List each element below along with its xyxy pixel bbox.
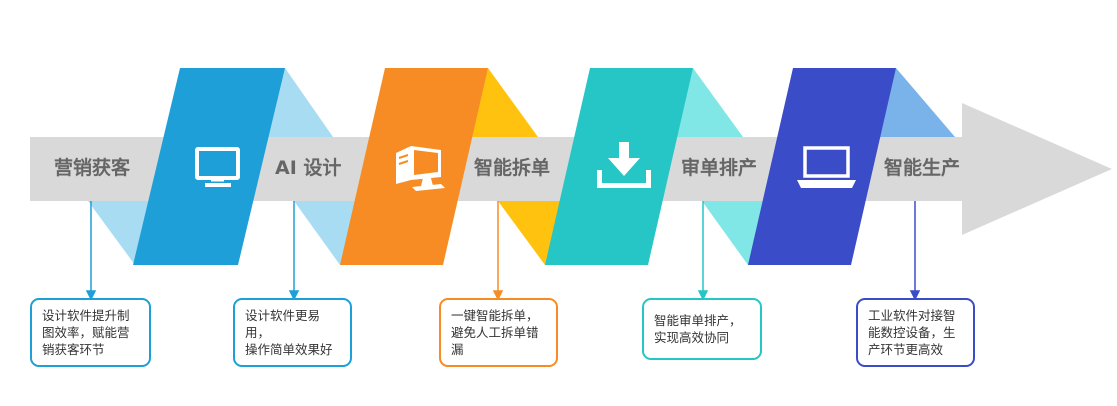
stage-description-1: 设计软件提升制 图效率，赋能营 销获客环节 bbox=[30, 298, 151, 367]
connector-1 bbox=[85, 201, 97, 301]
ribbon-band-1 bbox=[133, 68, 285, 265]
monitor-icon bbox=[195, 147, 240, 187]
stage-label-2: AI 设计 bbox=[275, 157, 342, 179]
connector-2 bbox=[288, 201, 300, 301]
connector-5 bbox=[909, 201, 921, 301]
ribbon-front-1 bbox=[260, 68, 333, 137]
stage-label-4: 审单排产 bbox=[681, 157, 758, 179]
stage-description-3: 一键智能拆单， 避免人工拆单错 漏 bbox=[439, 298, 558, 367]
stage-label-5: 智能生产 bbox=[884, 157, 961, 179]
desktop-computer-icon bbox=[396, 146, 445, 191]
stage-description-5: 工业软件对接智 能数控设备，生 产环节更高效 bbox=[856, 298, 975, 367]
download-icon bbox=[597, 142, 651, 188]
stage-description-4: 智能审单排产， 实现高效协同 bbox=[642, 298, 762, 360]
connector-3 bbox=[492, 201, 504, 301]
stage-label-1: 营销获客 bbox=[54, 157, 131, 179]
connector-4 bbox=[697, 201, 709, 301]
ribbon-front-4 bbox=[873, 68, 955, 137]
stage-label-3: 智能拆单 bbox=[474, 157, 551, 179]
ribbon-back-2 bbox=[294, 201, 364, 265]
stage-description-2: 设计软件更易用， 操作简单效果好 bbox=[233, 298, 352, 367]
ribbon-back-4 bbox=[702, 201, 772, 265]
laptop-icon bbox=[797, 146, 856, 188]
ribbon-band-4 bbox=[748, 68, 896, 265]
